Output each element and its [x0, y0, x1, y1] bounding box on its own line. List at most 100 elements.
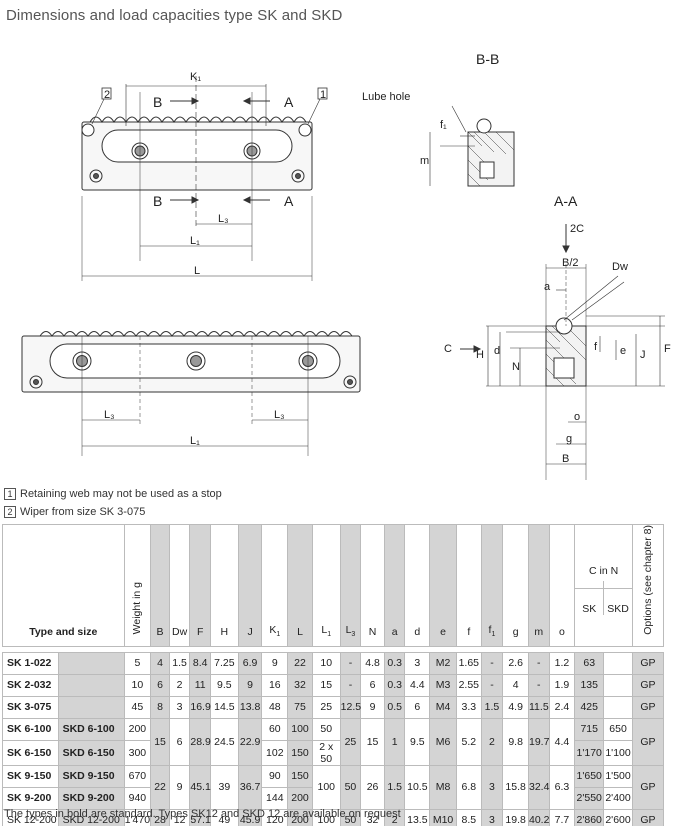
header-f1-sub: 1 [491, 630, 496, 638]
spec-table: Type and size Weight in g B Dw F H J K1 … [2, 524, 665, 826]
cell-j: 6.9 [237, 651, 263, 675]
cell-sk: 2'550 [574, 786, 605, 810]
cell-options: GP [631, 673, 665, 697]
label-b-top: B [153, 94, 162, 110]
cell-l1: 25 [311, 695, 341, 719]
cell-skd: 2'400 [603, 786, 633, 810]
cell-f1: - [480, 651, 504, 675]
cell-n: 26 [360, 764, 385, 810]
cell-l: 150 [287, 739, 313, 766]
table-row: SK 1-022 5 4 1.5 8.4 7.25 6.9 9 22 10 - … [2, 651, 665, 675]
cell-k1: 144 [261, 786, 289, 810]
label-l3-right: L₃ [274, 409, 285, 421]
callout-2: 2 [104, 89, 110, 101]
cell-type: SK 6-100 [2, 717, 59, 741]
cell-dw: 9 [168, 764, 191, 810]
cell-l3: 25 [339, 717, 362, 766]
cell-m: 40.2 [528, 808, 550, 826]
cell-f-small: 5.2 [455, 717, 482, 766]
header-m: m [534, 625, 544, 638]
cell-skd: 1'500 [603, 764, 633, 788]
footer-note: The types in bold are standard. Types SK… [4, 808, 401, 820]
cell-f: 16.9 [189, 695, 211, 719]
header-l: L [297, 625, 303, 638]
cell-type: SK 3-075 [2, 695, 59, 719]
label-h: H [476, 349, 484, 361]
cell-type: SK 1-022 [2, 651, 59, 675]
cell-skd [603, 695, 633, 719]
note-1-number: 1 [4, 488, 16, 500]
cell-weight: 10 [123, 673, 152, 697]
cell-l1: 50 [311, 717, 341, 741]
cell-l: 150 [287, 764, 313, 788]
header-h: H [220, 625, 229, 638]
cell-l3: 12.5 [339, 695, 362, 719]
header-o: o [559, 625, 565, 638]
cell-m: - [528, 673, 550, 697]
cell-d: 10.5 [404, 764, 431, 810]
cell-k1: 60 [261, 717, 289, 741]
cell-k1: 90 [261, 764, 289, 788]
cell-sk: 63 [574, 651, 605, 675]
cell-f1: 2 [480, 717, 504, 766]
cell-weight: 200 [123, 717, 152, 741]
label-b-mid: B [153, 193, 162, 209]
label-m: m [420, 155, 429, 167]
header-g: g [512, 625, 519, 638]
cell-e: M6 [429, 717, 457, 766]
table-row: SK 9-150 SKD 9-150 670 22 9 45.1 39 36.7… [2, 764, 665, 810]
cell-o: 1.2 [548, 651, 576, 675]
label-k1: K₁ [190, 71, 201, 83]
cell-m: 19.7 [528, 717, 550, 766]
cell-dw: 3 [168, 695, 191, 719]
cell-weight: 45 [123, 695, 152, 719]
cell-n: 4.8 [360, 651, 385, 675]
cell-skd [603, 673, 633, 697]
cell-type-skd: SKD 6-150 [57, 739, 125, 766]
cell-e: M3 [429, 673, 457, 697]
cell-k1: 16 [261, 673, 289, 697]
cell-e: M10 [429, 808, 457, 826]
cell-h: 14.5 [209, 695, 239, 719]
label-l1-bottom: L₁ [190, 435, 200, 447]
label-a-small: a [544, 281, 551, 293]
top-rail-ball-end-left [81, 123, 95, 137]
bottom-rail-balls [39, 331, 353, 337]
header-sk: SK [582, 603, 597, 615]
cell-j: 36.7 [237, 764, 263, 810]
cell-a: 2 [383, 808, 406, 826]
cell-f-small: 6.8 [455, 764, 482, 810]
cell-options: GP [631, 764, 665, 810]
cell-h: 7.25 [209, 651, 239, 675]
top-rail-balls [89, 116, 307, 123]
table-row: SK 12-200 SKD 12-200 1'470 28 12 57.1 49… [2, 808, 665, 826]
cell-type: SK 9-150 [2, 764, 59, 788]
cell-options: GP [631, 651, 665, 675]
cell-l3: 50 [339, 808, 362, 826]
cell-a: 0.5 [383, 695, 406, 719]
cell-k1: 120 [261, 808, 289, 826]
cell-g: 4 [502, 673, 529, 697]
cell-type-skd: SKD 9-200 [57, 786, 125, 810]
cell-options: GP [631, 695, 665, 719]
cell-l3: 50 [339, 764, 362, 810]
cell-sk: 2'860 [574, 808, 605, 826]
label-n: N [512, 361, 520, 373]
cell-weight: 5 [123, 651, 152, 675]
cell-weight: 670 [123, 764, 152, 788]
note-2-number: 2 [4, 506, 16, 518]
table-header-row: Type and size Weight in g B Dw F H J K1 … [2, 524, 665, 647]
label-b-half: B/2 [562, 257, 579, 269]
cell-m: 32.4 [528, 764, 550, 810]
header-d: d [414, 625, 421, 638]
cell-skd: 1'100 [603, 739, 633, 766]
cell-j: 22.9 [237, 717, 263, 766]
cell-weight: 1'470 [123, 808, 152, 826]
cell-dw: 2 [168, 673, 191, 697]
cell-k1: 102 [261, 739, 289, 766]
cell-g: 15.8 [502, 764, 529, 810]
cell-l1: 10 [311, 651, 341, 675]
label-l-top: L [194, 265, 200, 277]
cell-d: 9.5 [404, 717, 431, 766]
